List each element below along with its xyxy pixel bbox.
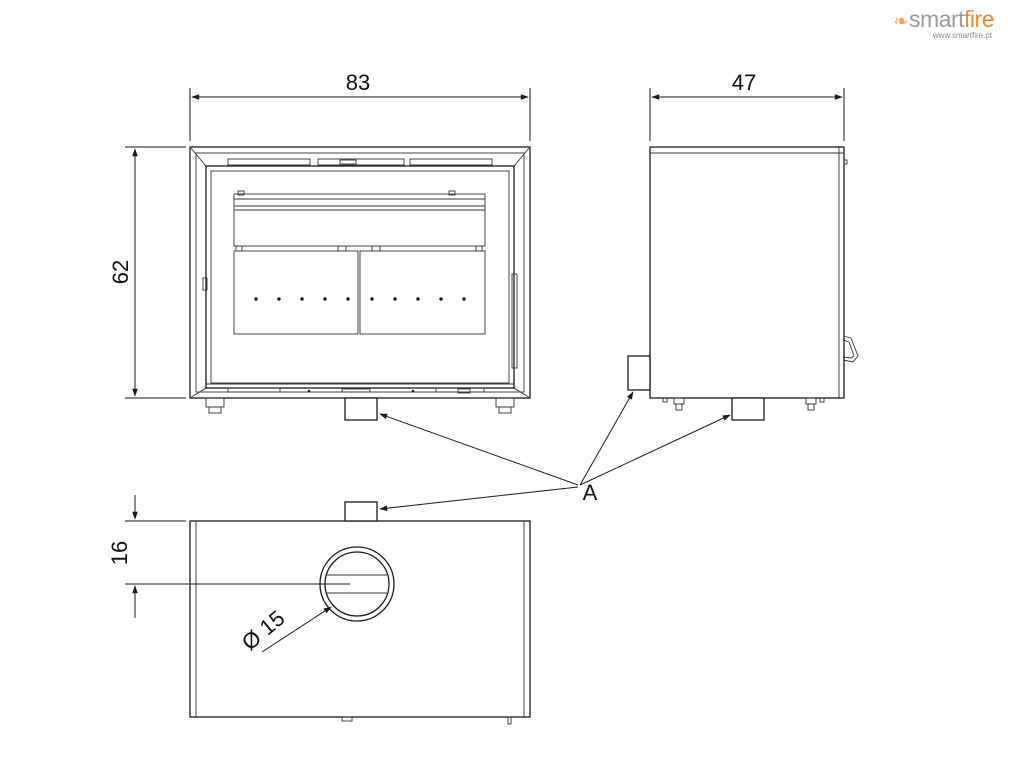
callout-a: A: [379, 391, 731, 511]
flue-offset-label: 16: [107, 541, 132, 565]
flue-diameter-dimension: Ø 15: [237, 605, 332, 655]
side-view: [627, 146, 859, 421]
callout-label: A: [583, 480, 598, 505]
flue-diameter-label: Ø 15: [237, 605, 290, 655]
brand-name-main: smart: [909, 6, 965, 32]
top-view: [189, 501, 531, 725]
brand-logo: ❧smartfire: [893, 6, 994, 33]
flame-icon: ❧: [893, 11, 909, 31]
height-dimension: 62: [108, 146, 186, 399]
brand-url: www.smartfire.pt: [932, 31, 992, 40]
front-view: [189, 146, 531, 421]
brand-name-accent: fire: [964, 6, 994, 32]
depth-label: 47: [732, 70, 756, 95]
width-dimension: 83: [189, 70, 531, 141]
height-label: 62: [108, 260, 133, 284]
width-label: 83: [346, 70, 370, 95]
depth-dimension: 47: [649, 70, 845, 141]
flue-offset-dimension: 16: [107, 495, 350, 618]
